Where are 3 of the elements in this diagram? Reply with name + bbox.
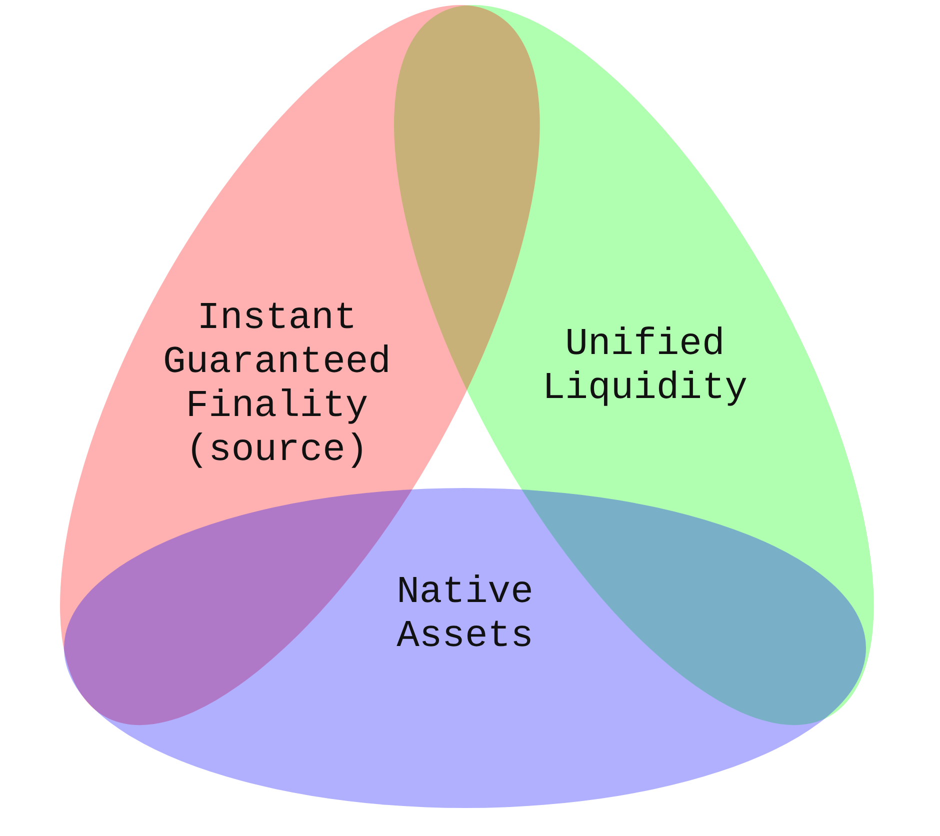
set-label: Native Assets bbox=[396, 571, 534, 659]
set-label: Instant Guaranteed Finality (source) bbox=[162, 296, 392, 473]
set-label: Unified Liquidity bbox=[541, 322, 749, 411]
